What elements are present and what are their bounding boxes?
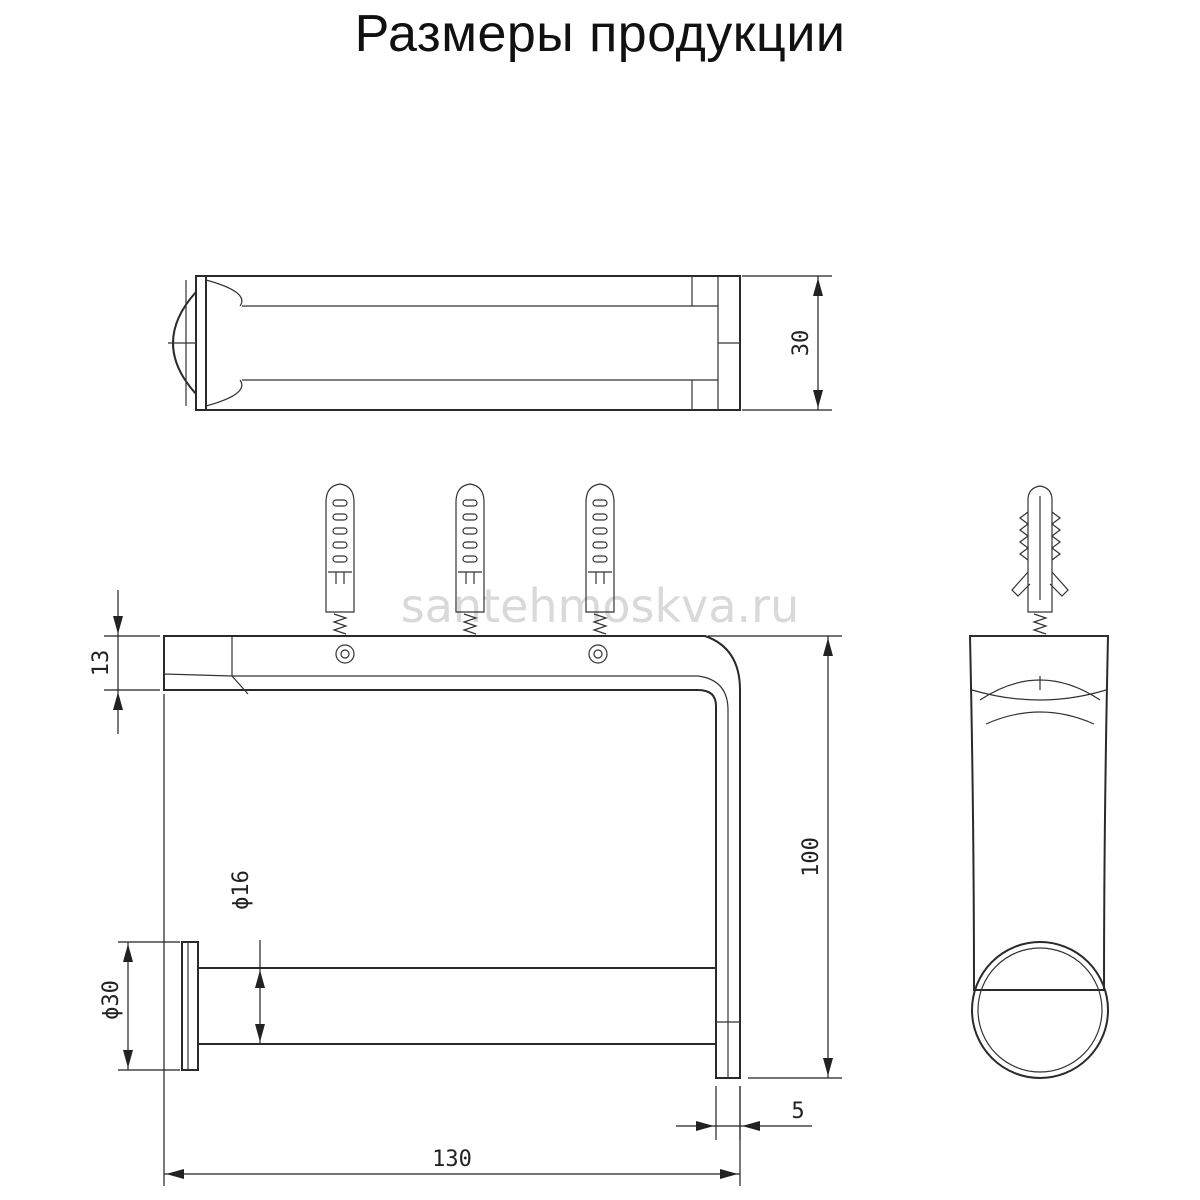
dimension-label: 130	[432, 1147, 472, 1172]
dimension-label: 13	[89, 650, 114, 677]
dimension-label: ϕ30	[99, 980, 124, 1020]
dimension-label: ϕ16	[229, 870, 254, 910]
dimension-flange-diameter: ϕ30	[99, 941, 180, 1071]
side-view	[968, 485, 1110, 1079]
page-title: Размеры продукции	[354, 5, 846, 63]
dimension-top-width: 30	[742, 275, 832, 411]
watermark: santehmoskva.ru	[401, 579, 799, 633]
front-view	[163, 635, 741, 1079]
top-view	[168, 275, 741, 411]
dimension-arm-height: 13	[89, 590, 160, 734]
dimension-wall-offset: 5	[676, 1086, 812, 1140]
dimension-rod-diameter: ϕ16	[229, 870, 265, 1044]
dimension-label: 30	[789, 330, 814, 357]
dimension-label: 5	[791, 1099, 804, 1124]
dimension-total-length: 130	[163, 694, 741, 1186]
dimension-label: 100	[799, 837, 824, 877]
dimension-total-height: 100	[708, 635, 842, 1079]
